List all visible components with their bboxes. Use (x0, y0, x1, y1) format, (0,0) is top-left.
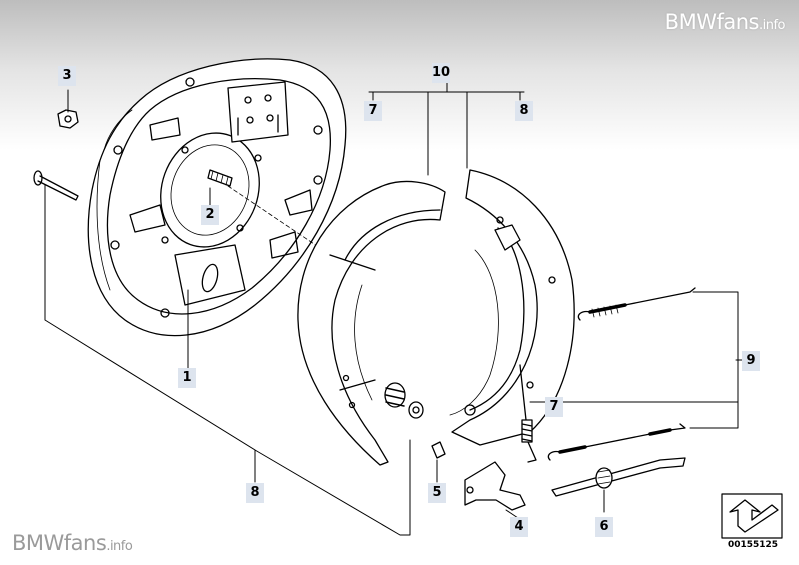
watermark-bottom-main: BMWfans (12, 531, 107, 555)
callout-10: 10 (432, 63, 450, 83)
callout-6: 6 (595, 517, 613, 537)
stud-bolt (207, 169, 233, 187)
assembly-axis (227, 185, 321, 249)
brake-shoe-rear (449, 169, 575, 446)
leader-lines (44, 82, 743, 536)
callout-1: 1 (178, 368, 196, 388)
hold-down-spring (384, 382, 424, 419)
callout-8-top: 8 (515, 101, 533, 121)
callout-9: 9 (742, 351, 760, 371)
callout-3: 3 (58, 66, 76, 86)
hold-down-pin (33, 170, 79, 201)
backing-plate (87, 58, 347, 337)
callout-4: 4 (510, 517, 528, 537)
watermark-top: BMWfans.info (664, 10, 786, 34)
watermark-top-domain: .info (758, 18, 786, 33)
brake-shoe-front (297, 180, 446, 466)
callout-2: 2 (201, 205, 219, 225)
direction-arrow-icon (721, 493, 783, 539)
watermark-bottom: BMWfans.info (12, 531, 133, 555)
pin (431, 441, 446, 459)
callout-8-bottom: 8 (246, 483, 264, 503)
callout-7-right: 7 (545, 397, 563, 417)
callout-5: 5 (428, 483, 446, 503)
lower-return-spring (547, 423, 686, 461)
shoe-return-spring (519, 364, 537, 463)
nut (57, 109, 79, 129)
upper-return-spring (577, 287, 696, 321)
watermark-top-main: BMWfans (664, 10, 760, 34)
adjuster-strut (551, 457, 686, 497)
callout-7-top: 7 (364, 101, 382, 121)
diagram-reference-number: 00155125 (727, 540, 779, 550)
watermark-bottom-domain: .info (106, 539, 133, 554)
parking-lever (464, 461, 526, 511)
